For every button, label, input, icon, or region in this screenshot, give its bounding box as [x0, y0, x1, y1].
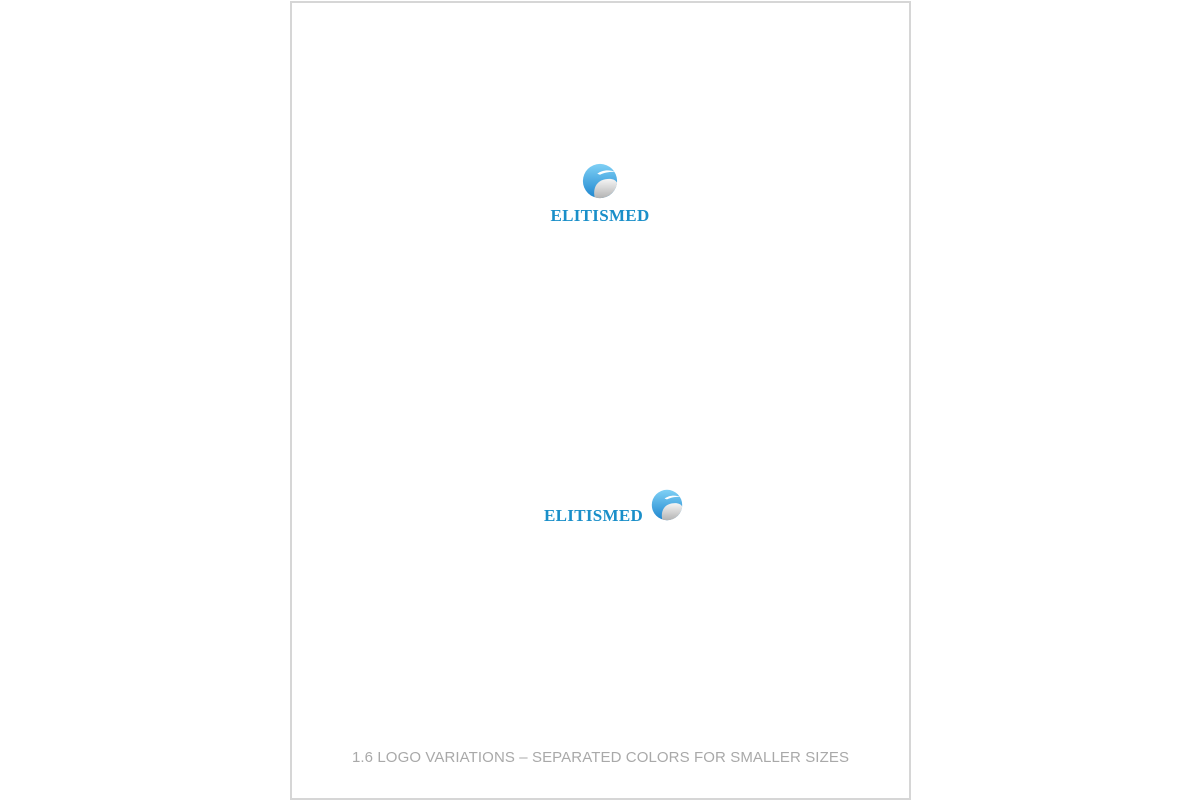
elitismed-sphere-icon [651, 489, 683, 521]
logo-stacked: ELITISMED [548, 163, 652, 224]
logo-inline: ELITISMED [544, 489, 684, 525]
elitismed-sphere-icon [582, 163, 618, 199]
logo-wordmark: ELITISMED [550, 206, 650, 225]
document-page [290, 1, 911, 800]
logo-wordmark: ELITISMED [544, 506, 644, 525]
page-caption: 1.6 LOGO VARIATIONS – SEPARATED COLORS F… [351, 749, 850, 766]
